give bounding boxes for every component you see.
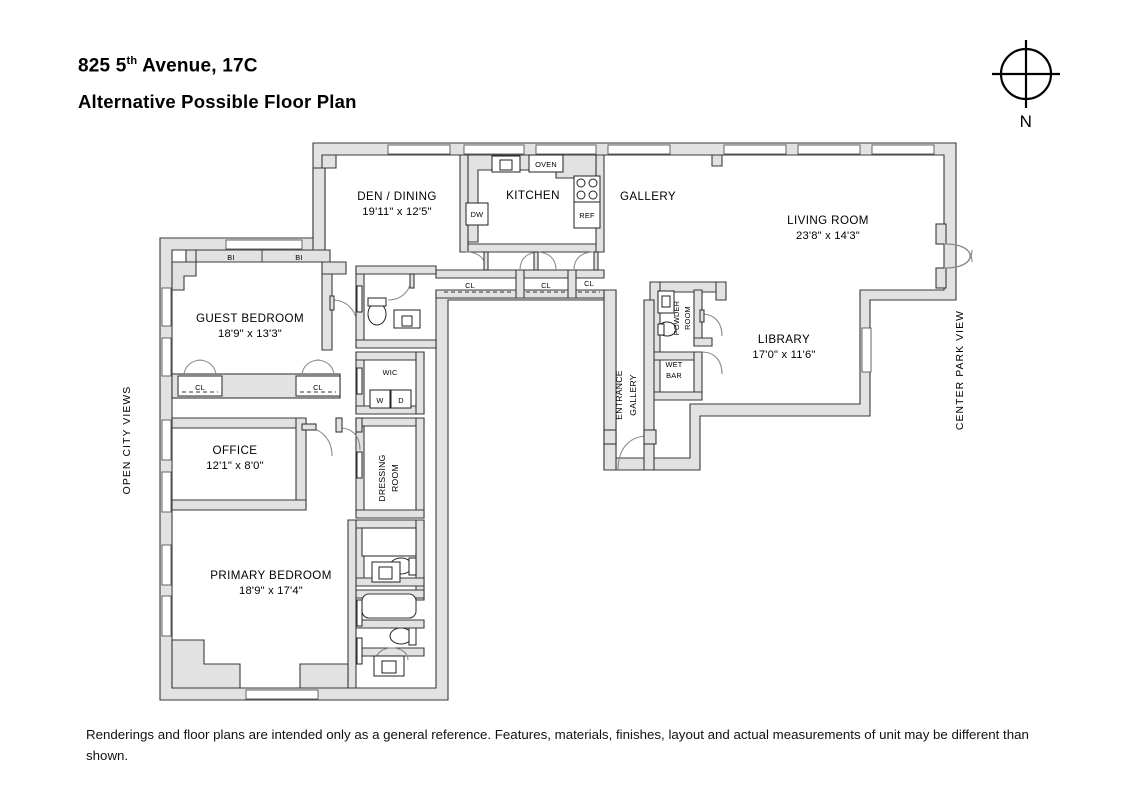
room-dim-library: 17'0" x 11'6" (752, 349, 815, 361)
label-closet-hall-3: CL (584, 279, 594, 288)
room-label-gallery: GALLERY (620, 190, 676, 203)
powder-room-fixtures (657, 290, 677, 337)
disclaimer-text: Renderings and floor plans are intended … (86, 727, 1029, 763)
page-title: 825 5th Avenue, 17C (78, 48, 357, 79)
label-refrigerator: REF (579, 211, 595, 220)
room-label-kitchen: KITCHEN (506, 189, 560, 202)
windows-west (161, 287, 172, 637)
small-labels: OVEN REF DW BI BI CL CL CL CL CL WIC W D… (195, 160, 683, 405)
rotated-room-labels: ENTRANCE GALLERY POWDER ROOM DRESSING RO… (377, 301, 692, 502)
compass-rose: N (988, 36, 1064, 140)
label-built-in-2: BI (295, 253, 302, 262)
label-dryer: D (398, 396, 404, 405)
living-room-french-doors (935, 223, 973, 289)
room-dim-office: 12'1" x 8'0" (206, 460, 264, 472)
compass-rose-icon (992, 40, 1060, 108)
label-oven: OVEN (535, 160, 557, 169)
room-label-entrance-gallery: GALLERY (628, 374, 638, 416)
compass-north-label: N (1019, 112, 1033, 131)
room-label-guest-bedroom: GUEST BEDROOM (196, 312, 304, 325)
room-dim-den-dining: 19'11" x 12'5" (362, 206, 432, 218)
room-label-dressing: DRESSING (377, 454, 387, 501)
room-labels: DEN / DINING 19'11" x 12'5" KITCHEN GALL… (196, 189, 869, 597)
label-open-city-views: OPEN CITY VIEWS (122, 386, 133, 495)
room-label-living-room: LIVING ROOM (787, 214, 869, 227)
view-labels: OPEN CITY VIEWS CENTER PARK VIEW (122, 310, 966, 494)
room-label-entrance: ENTRANCE (614, 370, 624, 420)
kitchen-fixtures (465, 154, 601, 243)
primary-bath (355, 519, 425, 677)
label-closet-guest-2: CL (313, 383, 323, 392)
room-label-powder: POWDER (672, 301, 681, 335)
room-label-powder-room: ROOM (683, 306, 692, 330)
room-label-primary-bedroom: PRIMARY BEDROOM (210, 569, 332, 582)
address-ordinal-suffix: th (126, 55, 138, 67)
label-dishwasher: DW (471, 210, 484, 219)
guest-bath-fixtures (367, 297, 421, 329)
label-washer: W (376, 396, 383, 405)
room-dim-primary-bedroom: 18'9" x 17'4" (239, 585, 303, 597)
label-closet-hall-2: CL (541, 281, 551, 290)
room-label-library: LIBRARY (758, 333, 810, 346)
label-closet-hall-1: CL (465, 281, 475, 290)
room-label-dressing-room: ROOM (390, 464, 400, 492)
label-built-in-1: BI (227, 253, 234, 262)
page-subtitle: Alternative Possible Floor Plan (78, 91, 357, 113)
label-walk-in-closet: WIC (383, 368, 398, 377)
room-label-office: OFFICE (213, 444, 258, 457)
address-prefix: 825 5 (78, 55, 127, 77)
windows-library-east (861, 327, 872, 373)
windows-guest-north (225, 239, 303, 250)
room-label-den-dining: DEN / DINING (357, 190, 437, 203)
room-dim-guest-bedroom: 18'9" x 13'3" (218, 328, 282, 340)
label-wet-bar-line2: BAR (666, 371, 682, 380)
windows-north (387, 144, 935, 155)
room-dim-living-room: 23'8" x 14'3" (796, 230, 860, 242)
address-suffix: Avenue, 17C (137, 55, 258, 77)
windows-south (245, 689, 319, 700)
label-center-park-view: CENTER PARK VIEW (955, 310, 966, 430)
page-header: 825 5th Avenue, 17C Alternative Possible… (78, 48, 357, 115)
label-wet-bar-line1: WET (665, 360, 682, 369)
label-closet-guest-1: CL (195, 383, 205, 392)
